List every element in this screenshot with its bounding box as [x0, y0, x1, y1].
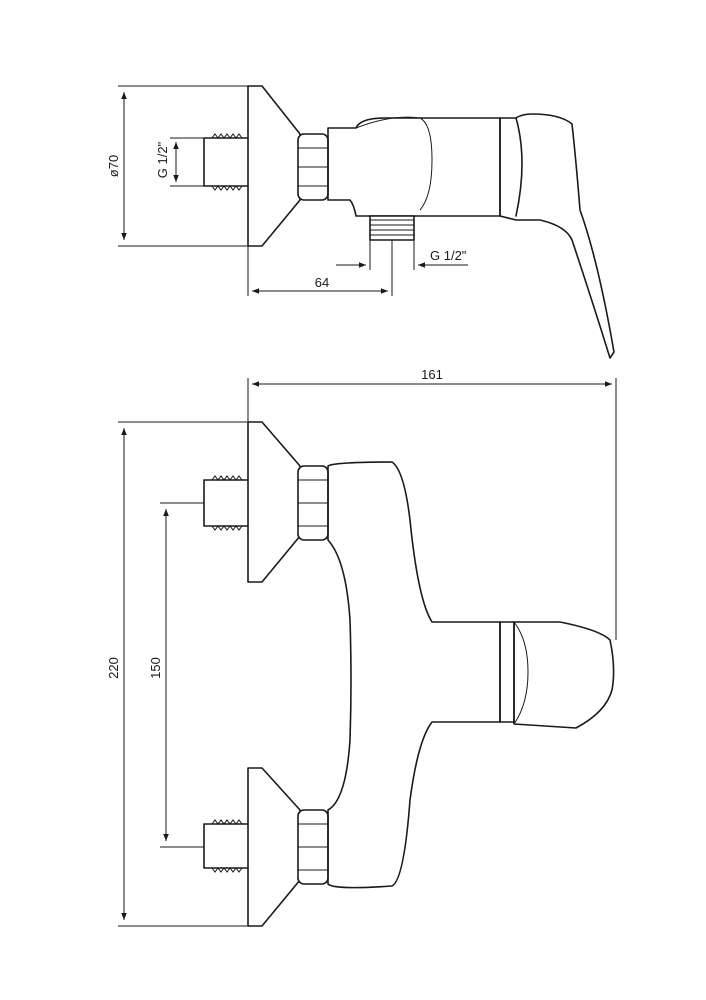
dim-overall-width-label: 161 — [421, 367, 443, 382]
dim-overall-width: 161 — [247, 367, 617, 640]
dim-overall-height: 220 — [106, 421, 248, 927]
side-view: ø70 G 1/2" G 1/2" 64 — [106, 85, 615, 359]
dim-outlet-thread-label: G 1/2" — [430, 248, 467, 263]
dim-inlet-spacing-label: 150 — [148, 657, 163, 679]
front-rosette-lower — [247, 767, 301, 927]
front-lever-handle — [513, 621, 615, 729]
front-body — [327, 461, 501, 889]
side-outlet-thread — [369, 215, 415, 241]
dim-outlet-thread: G 1/2" — [336, 240, 468, 270]
front-inlet-thread-upper — [203, 475, 249, 531]
front-hex-nut-lower — [297, 809, 329, 885]
front-cartridge — [499, 621, 515, 723]
front-view: 161 220 150 — [106, 367, 617, 927]
dim-diameter: ø70 — [106, 85, 248, 247]
side-rosette — [247, 85, 301, 247]
front-hex-nut-upper — [297, 465, 329, 541]
dim-inlet-thread-label: G 1/2" — [155, 141, 170, 178]
dim-inlet-thread: G 1/2" — [155, 137, 204, 187]
front-inlet-thread-lower — [203, 819, 249, 873]
dim-inlet-spacing: 150 — [148, 502, 204, 848]
front-rosette-upper — [247, 421, 301, 583]
side-body — [327, 117, 501, 217]
dim-overall-height-label: 220 — [106, 657, 121, 679]
dim-diameter-label: ø70 — [106, 155, 121, 177]
side-inlet-thread — [203, 133, 249, 191]
dim-projection: 64 — [247, 240, 393, 296]
side-hex-nut — [297, 133, 329, 201]
side-lever-handle — [499, 113, 615, 359]
dim-projection-label: 64 — [315, 275, 329, 290]
